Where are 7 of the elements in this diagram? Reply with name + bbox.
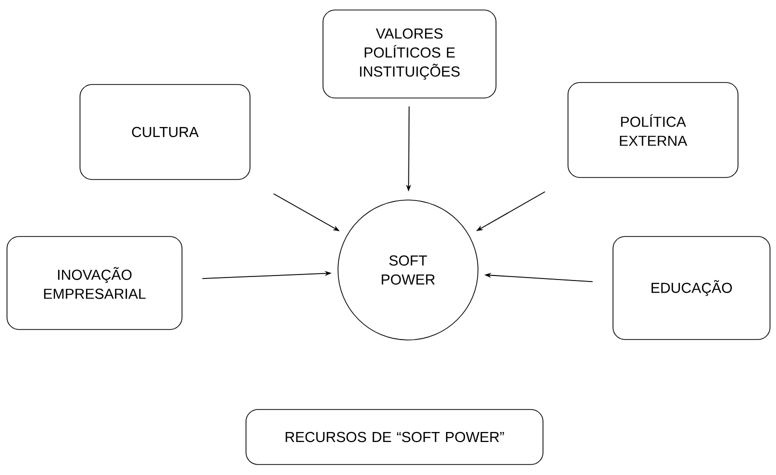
rounded-box: INOVAÇÃO EMPRESARIAL [6,236,182,330]
rounded-box: EDUCAÇÃO [612,236,770,340]
rounded-box: CULTURA [80,84,250,180]
rounded-box: VALORES POLÍTICOS E INSTITUIÇÕES [322,10,496,98]
circle-node: SOFT POWER [338,200,478,340]
rounded-box: POLÍTICA EXTERNA [568,82,738,178]
rounded-box: RECURSOS DE “SOFT POWER” [246,409,544,465]
